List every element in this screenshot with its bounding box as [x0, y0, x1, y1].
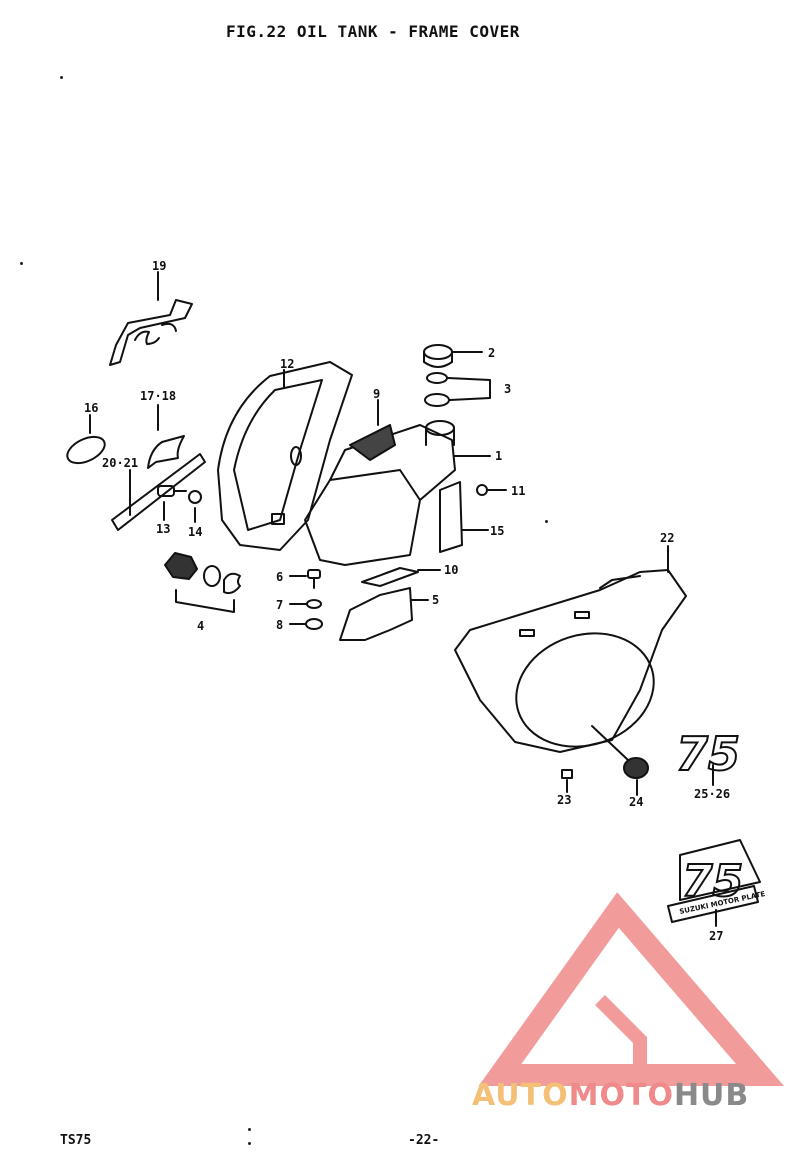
- watermark-auto: AUTO: [472, 1078, 569, 1113]
- plate-75-text: 75: [682, 856, 743, 907]
- footer-model: TS75: [60, 1133, 92, 1148]
- pad-10: [361, 567, 419, 587]
- part-number: 22: [660, 531, 674, 545]
- part-number: 20·21: [102, 456, 138, 470]
- part-number: 2: [488, 346, 495, 360]
- screw-6: [307, 569, 321, 589]
- seal-3a: [426, 372, 448, 384]
- decal-19: [109, 299, 193, 366]
- stripe-17-18: [111, 435, 206, 531]
- grommet-11: [476, 484, 488, 496]
- part-number: 1: [495, 449, 502, 463]
- part-number: 5: [432, 593, 439, 607]
- washer-14: [188, 490, 202, 504]
- oil-tank-1: [304, 420, 456, 566]
- part-number: 6: [276, 570, 283, 584]
- scan-speck: [60, 76, 63, 79]
- leader-4: [175, 589, 235, 613]
- plate-27: [667, 839, 761, 923]
- scan-speck: [248, 1142, 251, 1145]
- figure-title: FIG.22 OIL TANK - FRAME COVER: [226, 22, 520, 41]
- part-number: 24: [629, 795, 643, 809]
- footer-page-number: -22-: [408, 1133, 440, 1148]
- part-number: 13: [156, 522, 170, 536]
- part-number: 25·26: [694, 787, 730, 801]
- part-number: 8: [276, 618, 283, 632]
- part-number: 15: [490, 524, 504, 538]
- scan-speck: [545, 520, 548, 523]
- watermark-moto: MOTO: [568, 1078, 674, 1113]
- part-number: 9: [373, 387, 380, 401]
- bracket-5: [339, 587, 413, 641]
- scan-speck: [248, 1128, 251, 1131]
- watermark-hub: HUB: [673, 1078, 750, 1113]
- part-number: 7: [276, 598, 283, 612]
- part-number: 12: [280, 357, 294, 371]
- frame-cover-12: [217, 361, 353, 551]
- strap-9: [349, 424, 396, 461]
- emblem-16: [66, 435, 106, 465]
- part-number: 16: [84, 401, 98, 415]
- bolt-13: [157, 485, 187, 497]
- emblem-75-text: 75: [676, 727, 740, 781]
- washer-7: [306, 599, 322, 609]
- cushion-15: [439, 481, 463, 553]
- nut-23: [561, 769, 573, 779]
- part-number: 11: [511, 484, 525, 498]
- leader-3: [447, 377, 491, 401]
- frame-cover-22: [454, 569, 687, 753]
- part-number: 4: [197, 619, 204, 633]
- cap-set-4: [164, 552, 241, 595]
- watermark-text: AUTOMOTOHUB: [472, 1078, 749, 1113]
- part-number: 10: [444, 563, 458, 577]
- part-number: 3: [504, 382, 511, 396]
- part-number: 19: [152, 259, 166, 273]
- tank-cap-2: [423, 344, 453, 368]
- scan-speck: [20, 262, 23, 265]
- part-number: 23: [557, 793, 571, 807]
- part-number: 27: [709, 929, 723, 943]
- part-number: 17·18: [140, 389, 176, 403]
- part-number: 14: [188, 525, 202, 539]
- seal-3b: [424, 393, 450, 407]
- washer-8: [305, 618, 323, 630]
- watermark-logo: [478, 892, 784, 1086]
- knob-24: [591, 725, 649, 779]
